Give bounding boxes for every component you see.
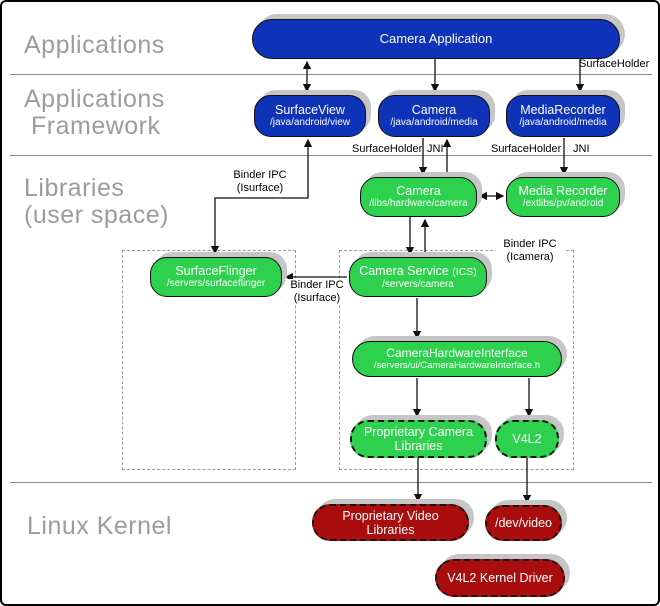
node-media-recorder-lib: Media Recorder /extlibs/pv/android: [506, 177, 620, 217]
node-mediarecorder-framework: MediaRecorder /java/android/media: [506, 95, 620, 137]
node-camera-lib: Camera /libs/hardware/camera: [360, 177, 477, 217]
node-camera-hardware-interface-subtitle: /servers/ui/CameraHardwareInterface.h: [373, 360, 541, 371]
node-camera-application: Camera Application: [252, 19, 620, 59]
label-binder-ipc-icamera: Binder IPC(Icamera): [496, 238, 564, 263]
node-camera-service: Camera Service (ICS) /servers/camera: [349, 257, 487, 297]
label-jni-mediarecorder: JNI: [573, 143, 590, 155]
node-camera-hardware-interface-title: CameraHardwareInterface: [386, 346, 528, 360]
node-mediarecorder-framework-subtitle: /java/android/media: [519, 117, 607, 128]
label-jni-camera: JNI: [427, 143, 444, 155]
label-binder-ipc-icamera-line2: (Icamera): [506, 250, 554, 263]
node-proprietary-camera-libraries-line2: Libraries: [394, 439, 443, 453]
node-dev-video-title: /dev/video: [495, 516, 552, 530]
layer-label-applications: Applications: [24, 31, 165, 59]
node-camera-service-title-text: Camera Service: [359, 263, 449, 278]
separator-applications-framework: [10, 74, 652, 75]
node-camera-framework: Camera /java/android/media: [378, 95, 490, 137]
node-proprietary-video-libraries-line1: Proprietary Video: [342, 508, 439, 523]
node-media-recorder-lib-subtitle: /extlibs/pv/android: [522, 198, 604, 209]
dashed-group-camera-service: [339, 250, 574, 470]
layer-label-libraries-line1: Libraries: [24, 174, 125, 202]
node-camera-lib-title: Camera: [396, 184, 441, 198]
node-surfaceflinger-title: SurfaceFlinger: [175, 264, 257, 278]
label-binder-ipc-isurface-lower-line1: Binder IPC: [290, 279, 344, 291]
label-binder-ipc-isurface-lower-line2: (Isurface): [293, 291, 341, 304]
edge-surfaceview-surfaceflinger: [210, 138, 313, 255]
label-binder-ipc-isurface-upper: Binder IPC(Isurface): [226, 169, 294, 194]
node-camera-hardware-interface: CameraHardwareInterface /servers/ui/Came…: [352, 341, 562, 377]
node-proprietary-video-libraries-line2: Libraries: [366, 522, 415, 537]
node-camera-service-title-suffix: (ICS): [452, 265, 477, 278]
node-surfaceview-title: SurfaceView: [275, 103, 345, 117]
label-surfaceholder-mediarecorder: SurfaceHolder: [491, 143, 562, 155]
separator-libraries-kernel: [10, 482, 652, 483]
node-surfaceflinger-subtitle: /servers/surfaceflinger: [166, 278, 266, 289]
node-surfaceview: SurfaceView /java/android/view: [254, 95, 366, 137]
node-v4l2-title: V4L2: [512, 432, 542, 446]
label-binder-ipc-isurface-upper-line2: (Isurface): [236, 181, 284, 194]
node-v4l2-kernel-driver: V4L2 Kernel Driver: [435, 559, 565, 597]
layer-label-libraries-line2: (user space): [24, 201, 169, 229]
layer-label-libraries: Libraries(user space): [24, 175, 169, 229]
node-camera-lib-subtitle: /libs/hardware/camera: [369, 198, 468, 209]
label-surfaceholder-camera: SurfaceHolder: [352, 143, 423, 155]
node-dev-video: /dev/video: [485, 505, 562, 541]
layer-label-framework-line2: Framework: [31, 112, 161, 140]
separator-framework-libraries: [10, 155, 652, 156]
node-camera-service-subtitle: /servers/camera: [382, 278, 454, 290]
node-proprietary-camera-libraries-line1: Proprietary Camera: [363, 425, 474, 439]
node-camera-framework-subtitle: /java/android/media: [390, 117, 478, 128]
node-mediarecorder-framework-title: MediaRecorder: [520, 103, 606, 117]
node-surfaceview-subtitle: /java/android/view: [269, 117, 351, 128]
layer-label-linux-kernel: Linux Kernel: [27, 512, 172, 540]
node-camera-service-title: Camera Service (ICS): [359, 264, 477, 279]
node-v4l2: V4L2: [495, 420, 559, 458]
label-binder-ipc-isurface-lower: Binder IPC(Isurface): [285, 279, 349, 304]
node-media-recorder-lib-title: Media Recorder: [518, 184, 608, 198]
label-surfaceholder-top: SurfaceHolder: [579, 58, 650, 70]
node-proprietary-camera-libraries: Proprietary Camera Libraries: [350, 420, 487, 458]
node-camera-application-title: Camera Application: [379, 31, 493, 46]
node-v4l2-kernel-driver-title: V4L2 Kernel Driver: [447, 571, 553, 585]
layer-label-framework-line1: Applications: [24, 85, 165, 113]
dashed-group-surfaceflinger: [122, 250, 296, 470]
node-camera-framework-title: Camera: [411, 103, 457, 117]
node-proprietary-video-libraries: Proprietary Video Libraries: [312, 504, 469, 541]
node-surfaceflinger: SurfaceFlinger /servers/surfaceflinger: [150, 257, 282, 297]
label-binder-ipc-icamera-line1: Binder IPC: [503, 238, 557, 250]
label-binder-ipc-isurface-upper-line1: Binder IPC: [233, 169, 287, 181]
